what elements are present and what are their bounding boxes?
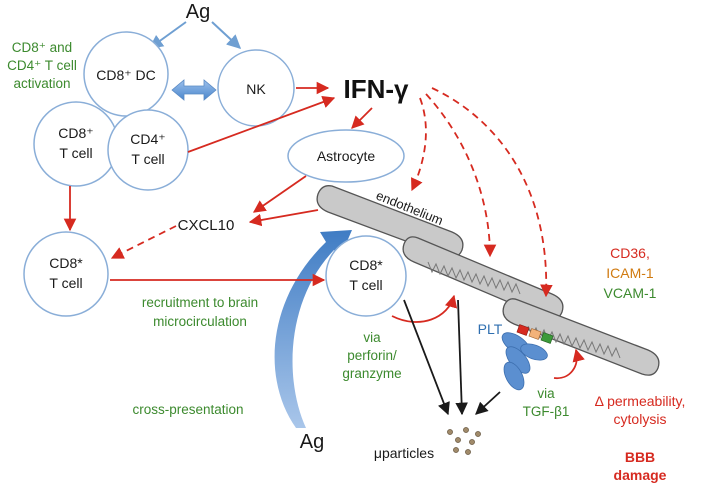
microparticle-arrows	[403, 299, 501, 416]
vcam-label: VCAM-1	[604, 285, 657, 301]
recruitment-note-line2: microcirculation	[153, 314, 247, 329]
cxcl10-label: CXCL10	[178, 217, 235, 234]
arrow-ifn-to-endothelium-1	[411, 97, 427, 192]
cell-cd8-t: CD8⁺ T cell	[33, 101, 119, 187]
cd4-t-label-line2: T cell	[131, 151, 164, 167]
endothelium-segments	[316, 185, 660, 376]
bbb-damage-line1: BBB	[625, 449, 655, 465]
cd8-star-left-line2: T cell	[49, 275, 82, 291]
cell-cd4-t: CD4⁺ T cell	[107, 109, 189, 191]
cd8-star-left-outline	[23, 231, 109, 317]
arrow-to-particles-2	[455, 299, 468, 416]
adhesion-molecules: CD36, ICAM-1 VCAM-1	[604, 245, 657, 301]
plt-label: PLT	[478, 321, 503, 337]
cell-cd8-dc: CD8⁺ DC	[83, 31, 169, 117]
ifn-gamma-label: IFN-γ	[344, 74, 410, 104]
arrow-cd4-to-ifn	[187, 96, 336, 153]
arrow-ag-to-nk	[211, 21, 242, 49]
receptor-markers	[516, 324, 554, 344]
cd8-star-right-line2: T cell	[349, 277, 382, 293]
arrow-ifn-to-endothelium-3	[431, 87, 553, 298]
perforin-note-line1: via	[363, 330, 381, 345]
tgf-note-line1: via	[537, 386, 555, 401]
platelet-cluster	[501, 332, 548, 391]
antigen-bottom-label: Ag	[300, 431, 324, 453]
permeability-note-line2: cytolysis	[614, 411, 667, 427]
cross-presentation-label: cross-presentation	[132, 402, 243, 417]
activation-note-line3: activation	[13, 76, 70, 91]
recruitment-note: recruitment to brain microcirculation	[142, 295, 258, 329]
cd8-star-left-line1: CD8*	[49, 255, 83, 271]
arrow-to-particles-1	[403, 299, 450, 416]
arrow-cxcl10-to-cd8-star	[110, 225, 177, 259]
microparticle-dots	[447, 427, 481, 455]
cd4-t-label-line1: CD4⁺	[130, 131, 165, 147]
cd8-dc-label: CD8⁺ DC	[96, 67, 156, 83]
endothelium-segment-3	[502, 298, 660, 376]
platelet-4	[520, 343, 548, 361]
microparticles-label: μparticles	[374, 445, 434, 461]
perforin-note: via perforin/ granzyme	[342, 330, 401, 381]
cd36-label: CD36,	[610, 245, 650, 261]
tgf-note: via TGF-β1	[523, 386, 570, 419]
perforin-note-line2: perforin/	[347, 348, 397, 363]
cd8-star-right-line1: CD8*	[349, 257, 383, 273]
red-dashed-arrows	[110, 87, 553, 298]
cd8-t-label-line1: CD8⁺	[58, 125, 93, 141]
cd8-t-label-line2: T cell	[59, 145, 92, 161]
permeability-note: Δ permeability, cytolysis	[595, 393, 686, 427]
activation-note: CD8⁺ and CD4⁺ T cell activation	[7, 40, 77, 91]
tgf-note-line2: TGF-β1	[523, 404, 570, 419]
arrow-astrocyte-to-cxcl10	[252, 175, 307, 213]
dc-nk-interaction-arrow	[171, 79, 217, 101]
astrocyte-label: Astrocyte	[317, 148, 376, 164]
arrow-ifn-to-endothelium-2	[425, 93, 497, 258]
arrow-ifn-to-astrocyte	[351, 107, 373, 129]
red-arrows	[63, 81, 585, 379]
recruitment-note-line1: recruitment to brain	[142, 295, 258, 310]
arrow-tgf-curve	[553, 348, 585, 379]
antigen-top-label: Ag	[186, 1, 210, 23]
cd8-star-right-outline	[325, 235, 407, 317]
receptor-red	[516, 324, 530, 336]
receptor-green	[540, 332, 554, 344]
cell-cd8-star-right: CD8* T cell	[325, 235, 407, 317]
perforin-note-line3: granzyme	[342, 366, 401, 381]
permeability-note-line1: Δ permeability,	[595, 393, 686, 409]
cell-astrocyte: Astrocyte	[287, 129, 405, 183]
arrow-perforin-curve	[391, 294, 458, 323]
icam-label: ICAM-1	[606, 265, 654, 281]
arrow-to-particles-3	[475, 391, 501, 415]
activation-note-line1: CD8⁺ and	[12, 40, 72, 55]
cross-presentation-arrow	[274, 230, 352, 428]
bbb-damage-note: BBB damage	[614, 449, 667, 483]
cell-cd8-star-left: CD8* T cell	[23, 231, 109, 317]
cell-nk: NK	[217, 49, 295, 127]
receptor-orange	[528, 328, 542, 340]
bbb-damage-line2: damage	[614, 467, 667, 483]
activation-note-line2: CD4⁺ T cell	[7, 58, 77, 73]
nk-label: NK	[246, 81, 266, 97]
arrow-endothelium-to-cxcl10	[248, 209, 319, 227]
platelet-3	[503, 361, 525, 391]
cd8-t-outline	[33, 101, 119, 187]
cd4-t-outline	[107, 109, 189, 191]
astrocyte-outline	[287, 129, 405, 183]
